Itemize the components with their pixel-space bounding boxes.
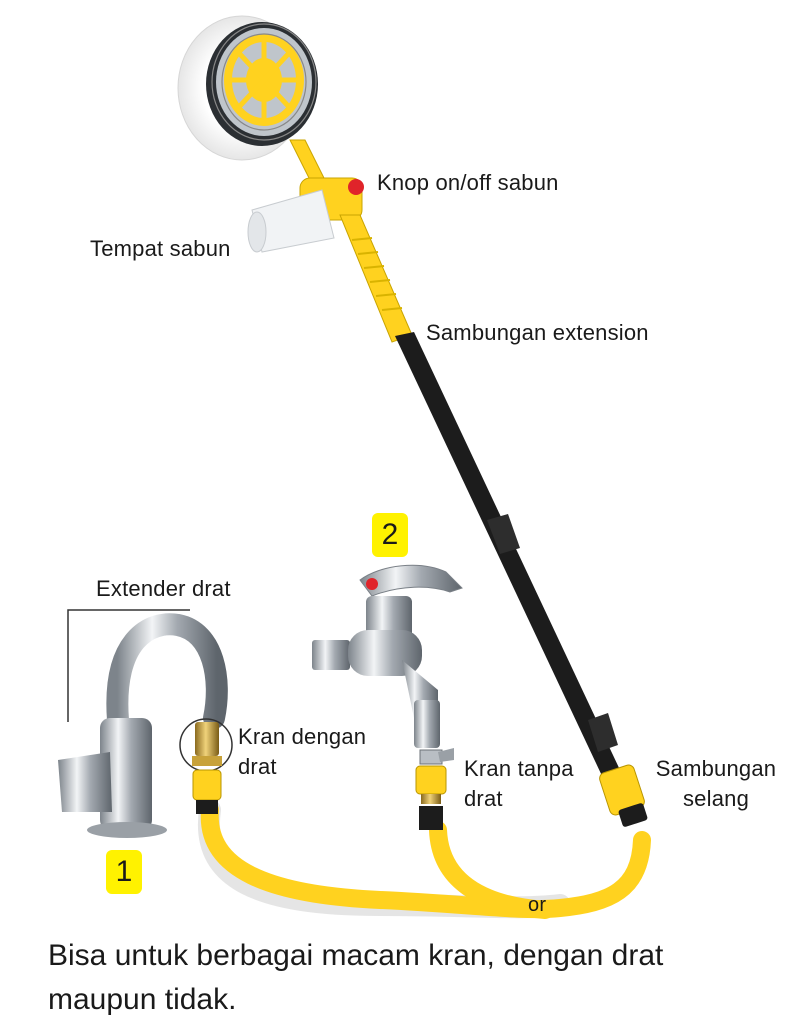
thread-extender-label: Extender drat <box>96 576 231 601</box>
threaded-tap-label: Kran dengan drat <box>238 724 367 779</box>
wall-tap <box>312 564 463 830</box>
extension-joint-label: Sambungan extension <box>426 320 649 345</box>
hose-joint-label: Sambungan selang <box>655 756 777 811</box>
basin-faucet <box>58 613 228 838</box>
badge-two: 2 <box>372 513 408 557</box>
or-label: or <box>528 894 547 916</box>
badge-one: 1 <box>106 850 142 894</box>
thread-extender <box>192 722 222 814</box>
soap-container <box>247 189 335 253</box>
soap-switch-knob <box>348 179 364 195</box>
yellow-hose <box>197 799 651 919</box>
unthreaded-tap-label: Kran tanpa drat <box>464 756 574 811</box>
soap-container-label: Tempat sabun <box>90 236 231 261</box>
caption-text: Bisa untuk berbagai macam kran, dengan d… <box>48 939 664 1016</box>
soap-switch-label: Knop on/off sabun <box>377 170 559 195</box>
brush-head <box>177 15 318 161</box>
